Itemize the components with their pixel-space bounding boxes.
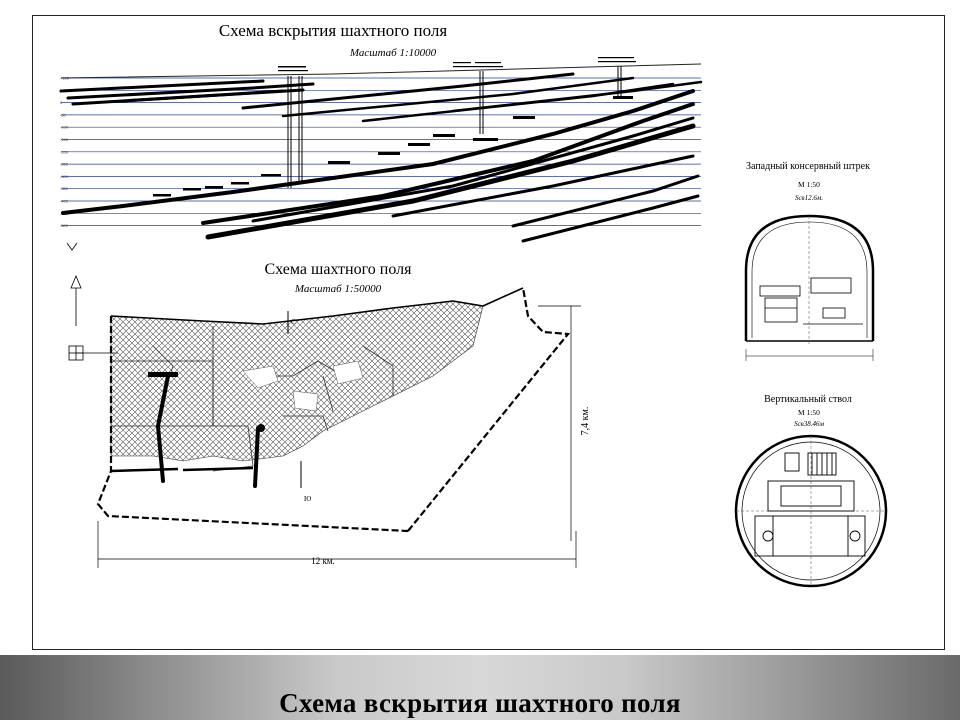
profile-scale: Масштаб 1:10000 [349,47,437,59]
drawing-sheet: Схема вскрытия шахтного поля Масштаб 1:1… [32,15,945,650]
level-label: -350 [60,186,69,191]
plan-roadways [155,374,260,488]
drift-scale: М 1:50 [798,180,820,189]
level-label: -150 [60,137,69,142]
shaft-cross-section: Вертикальный ствол М 1:50 Sсв38.46м [734,394,888,588]
north-label: С [291,318,296,326]
drift-title: Западный консервный штрек [746,161,870,172]
lower-drifts [110,466,254,473]
drift-arch-inner [751,221,868,338]
drift-dimensions [745,349,874,361]
level-label: -100 [60,125,69,130]
plan-scale: Масштаб 1:50000 [294,283,382,295]
unworked-patches [242,360,364,412]
dim-height: 7,4 км. [580,407,591,436]
drift-equipment [759,277,863,325]
outcrop-line [110,287,524,325]
dimension-lines [97,305,581,568]
level-label: -50 [60,112,67,117]
shaft-collar-mark [148,372,178,377]
footer-bar [0,655,960,720]
coal-seams [59,72,703,243]
profile-shafts [287,66,622,188]
shaft-mark [257,424,265,432]
drift-area: Sсв12.6м. [795,194,823,202]
level-label: -400 [60,199,69,204]
drawing-canvas: Схема вскрытия шахтного поля Масштаб 1:1… [59,21,888,588]
level-label: 0 [60,100,63,105]
plan-title: Схема шахтного поля [265,261,413,278]
field-boundary [96,287,571,533]
geological-profile: Схема вскрытия шахтного поля Масштаб 1:1… [59,21,703,243]
profile-title: Схема вскрытия шахтного поля [219,21,448,40]
surface-line [60,63,702,79]
footer-title: Схема вскрытия шахтного поля [279,688,681,718]
mine-field-plan: Схема шахтного поля Масштаб 1:50000 [66,242,591,568]
level-label: -250 [60,162,69,167]
shaft-compartments [754,452,866,557]
level-label: -200 [60,149,69,154]
shaft-title: Вертикальный ствол [764,394,852,405]
shaft-area: Sсв38.46м [794,420,824,428]
dim-width: 12 км. [311,556,335,566]
level-label: -300 [60,174,69,179]
level-label: -500 [60,223,69,228]
mine-workings [153,96,633,197]
south-label: Ю [304,495,311,503]
shaft-scale: М 1:50 [798,408,820,417]
shaft-label-marks [278,57,636,72]
drift-cross-section: Западный консервный штрек М 1:50 Sсв12.6… [744,161,875,361]
